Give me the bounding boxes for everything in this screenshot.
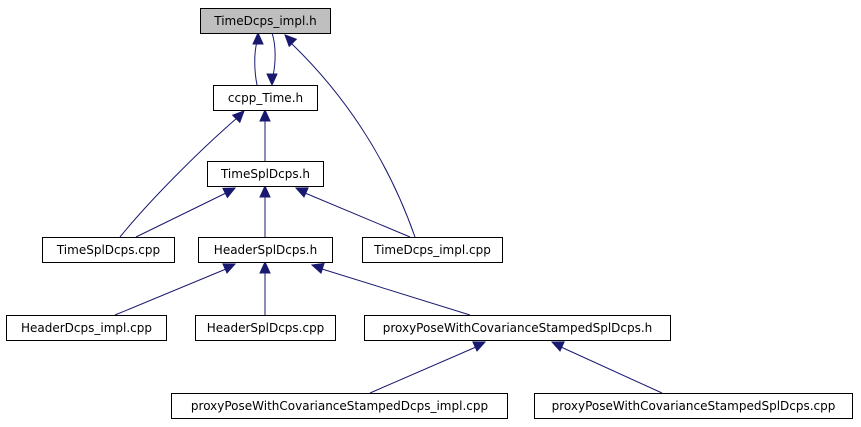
node-n5[interactable]: TimeDcps_impl.cpp xyxy=(362,237,503,263)
edge-n9-to-n8 xyxy=(369,341,487,394)
edge-line xyxy=(271,32,276,77)
arrowhead-icon xyxy=(259,260,271,274)
node-label: TimeDcps_impl.h xyxy=(213,14,316,28)
node-n3[interactable]: TimeSplDcps.cpp xyxy=(42,237,175,263)
arrowhead-icon xyxy=(222,263,237,274)
node-box xyxy=(534,393,853,419)
edge-line xyxy=(119,117,238,238)
nodes-layer: TimeDcps_impl.h ccpp_Time.hTimeSplDcps.hT… xyxy=(6,8,853,419)
edge-n0-to-n1 xyxy=(266,32,278,87)
edges-layer xyxy=(114,31,663,394)
edge-line xyxy=(291,43,416,238)
node-box xyxy=(42,237,175,263)
node-label: HeaderDcps_impl.cpp xyxy=(21,321,152,335)
edge-n4-to-n2 xyxy=(259,184,271,237)
arrowhead-icon xyxy=(284,34,298,48)
node-label: proxyPoseWithCovarianceStampedSplDcps.h xyxy=(383,321,653,335)
node-box xyxy=(195,315,336,341)
node-n8[interactable]: proxyPoseWithCovarianceStampedSplDcps.h xyxy=(364,315,671,341)
node-box xyxy=(207,161,324,187)
node-box xyxy=(200,8,331,34)
edge-n2-to-n1 xyxy=(259,108,271,161)
node-n2[interactable]: TimeSplDcps.h xyxy=(207,161,324,187)
arrowhead-icon xyxy=(266,73,278,87)
edge-line xyxy=(304,192,411,238)
node-label: TimeSplDcps.cpp xyxy=(56,243,160,257)
node-box xyxy=(362,237,503,263)
edge-n1-to-n0 xyxy=(252,31,264,86)
arrowhead-icon xyxy=(472,341,487,352)
node-n0[interactable]: TimeDcps_impl.h xyxy=(200,8,331,34)
node-n7[interactable]: HeaderSplDcps.cpp xyxy=(195,315,336,341)
arrowhead-icon xyxy=(550,341,565,352)
edge-line xyxy=(254,41,258,86)
edge-n8-to-n4 xyxy=(310,262,471,316)
node-box xyxy=(198,237,333,263)
edge-line xyxy=(135,192,227,238)
arrowhead-icon xyxy=(259,108,271,122)
node-label: HeaderSplDcps.cpp xyxy=(207,321,325,335)
arrowhead-icon xyxy=(231,110,245,124)
node-label: ccpp_Time.h xyxy=(228,91,303,105)
node-label: TimeSplDcps.h xyxy=(220,167,310,181)
edge-n3-to-n2 xyxy=(135,187,237,238)
edge-line xyxy=(321,268,471,316)
node-label: proxyPoseWithCovarianceStampedSplDcps.cp… xyxy=(552,399,836,413)
edge-n10-to-n8 xyxy=(550,341,663,394)
node-box xyxy=(6,315,167,341)
edge-line xyxy=(369,346,477,394)
arrowhead-icon xyxy=(252,31,264,45)
node-label: proxyPoseWithCovarianceStampedDcps_impl.… xyxy=(191,399,488,413)
edge-n5-to-n0 xyxy=(284,34,416,238)
node-n6[interactable]: HeaderDcps_impl.cpp xyxy=(6,315,167,341)
node-label: TimeDcps_impl.cpp xyxy=(373,243,491,257)
edge-line xyxy=(114,268,227,316)
arrowhead-icon xyxy=(294,187,309,198)
arrowhead-icon xyxy=(222,187,237,199)
arrowhead-icon xyxy=(310,262,325,274)
arrowhead-icon xyxy=(259,184,271,198)
edge-n7-to-n4 xyxy=(259,260,271,315)
node-box xyxy=(171,393,508,419)
edge-n5-to-n2 xyxy=(294,187,411,238)
edge-line xyxy=(560,346,663,394)
node-n10[interactable]: proxyPoseWithCovarianceStampedSplDcps.cp… xyxy=(534,393,853,419)
edge-n6-to-n4 xyxy=(114,263,237,316)
edge-n3-to-n1 xyxy=(119,110,245,238)
node-box xyxy=(364,315,671,341)
node-n4[interactable]: HeaderSplDcps.h xyxy=(198,237,333,263)
node-n1[interactable]: ccpp_Time.h xyxy=(213,85,318,111)
node-n9[interactable]: proxyPoseWithCovarianceStampedDcps_impl.… xyxy=(171,393,508,419)
node-box xyxy=(213,85,318,111)
node-label: HeaderSplDcps.h xyxy=(214,243,317,257)
